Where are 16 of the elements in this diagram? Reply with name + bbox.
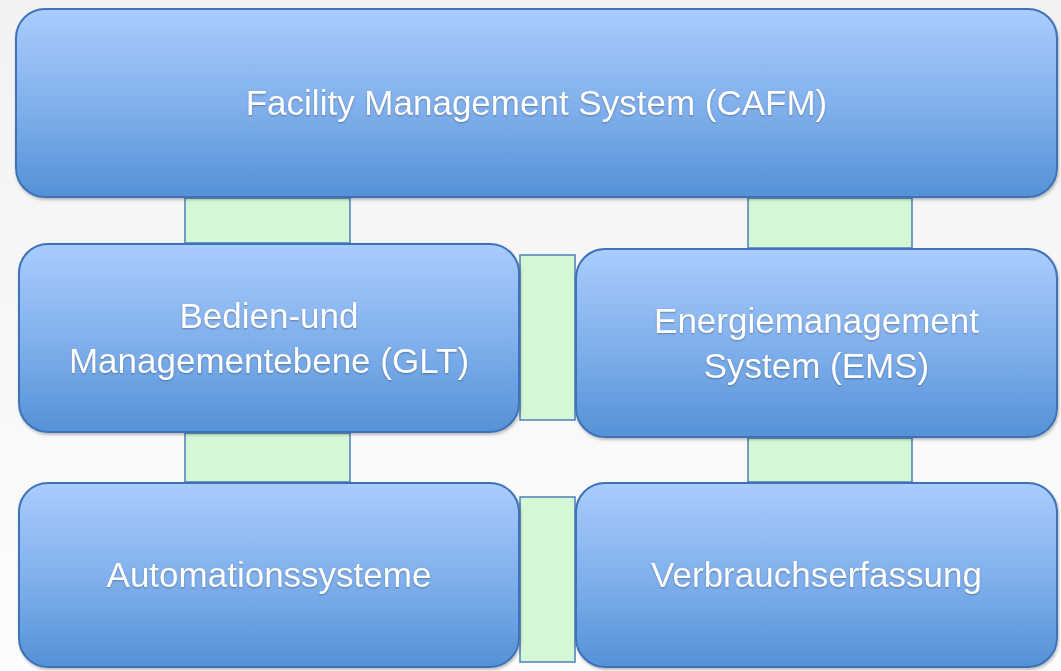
connector-bar [184,197,351,244]
rounded-box [15,8,1058,198]
connector-bar [184,432,351,483]
box-label: Bedien-und Managementebene (GLT) [67,294,471,382]
box-label: Automationssysteme [105,554,433,597]
rounded-box [575,248,1058,438]
rounded-box [18,482,520,668]
box-label: Verbrauchserfassung [650,554,983,597]
rounded-box [18,243,520,433]
box-label: Energiemanagement System (EMS) [653,299,980,387]
rounded-box [575,482,1058,668]
connector-bar [747,197,913,249]
connector-bar [747,437,913,483]
connector-bar [519,254,576,421]
box-label: Facility Management System (CAFM) [244,82,829,125]
connector-bar [519,496,576,663]
